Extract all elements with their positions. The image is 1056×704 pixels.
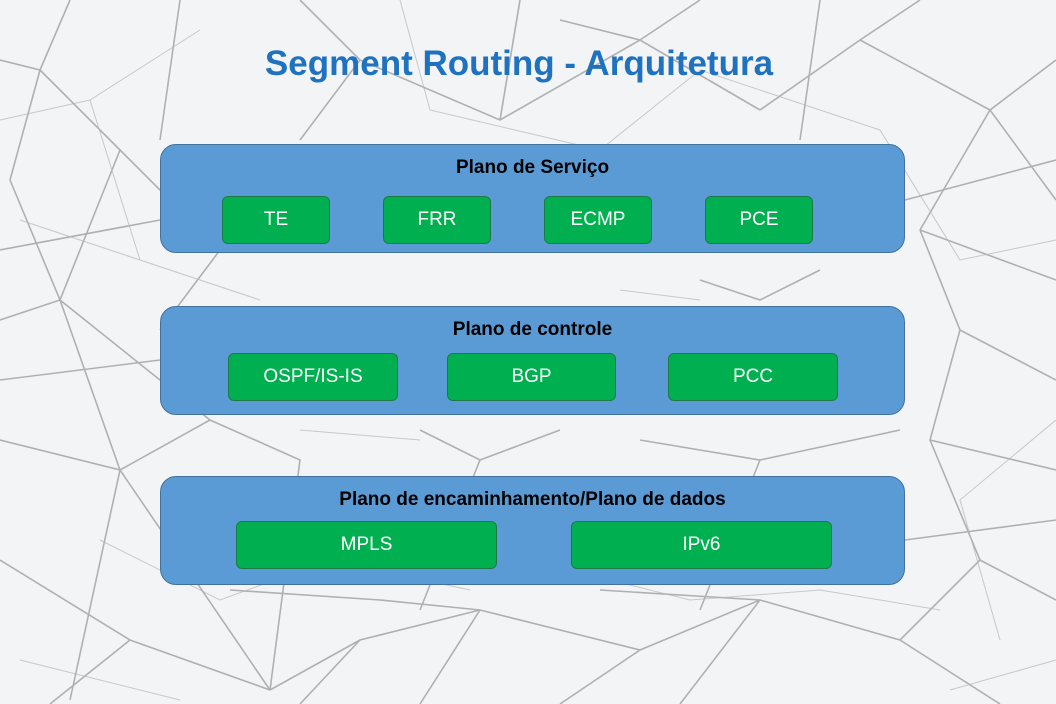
service-plane-box: Plano de Serviço TE FRR ECMP PCE xyxy=(160,144,905,253)
chip-mpls: MPLS xyxy=(236,521,497,569)
control-plane-label: Plano de controle xyxy=(452,319,613,340)
chip-ipv6: IPv6 xyxy=(571,521,832,569)
chip-te: TE xyxy=(222,196,330,244)
chip-ecmp: ECMP xyxy=(544,196,652,244)
data-plane-box: Plano de encaminhamento/Plano de dados M… xyxy=(160,476,905,585)
service-plane-label: Plano de Serviço xyxy=(455,157,610,178)
control-plane-box: Plano de controle OSPF/IS-IS BGP PCC xyxy=(160,306,905,415)
slide-title: Segment Routing - Arquitetura xyxy=(264,44,774,83)
chip-frr: FRR xyxy=(383,196,491,244)
chip-pcc: PCC xyxy=(668,353,838,401)
chip-bgp: BGP xyxy=(447,353,616,401)
data-plane-label: Plano de encaminhamento/Plano de dados xyxy=(339,489,726,510)
chip-pce: PCE xyxy=(705,196,813,244)
chip-ospf-isis: OSPF/IS-IS xyxy=(228,353,398,401)
